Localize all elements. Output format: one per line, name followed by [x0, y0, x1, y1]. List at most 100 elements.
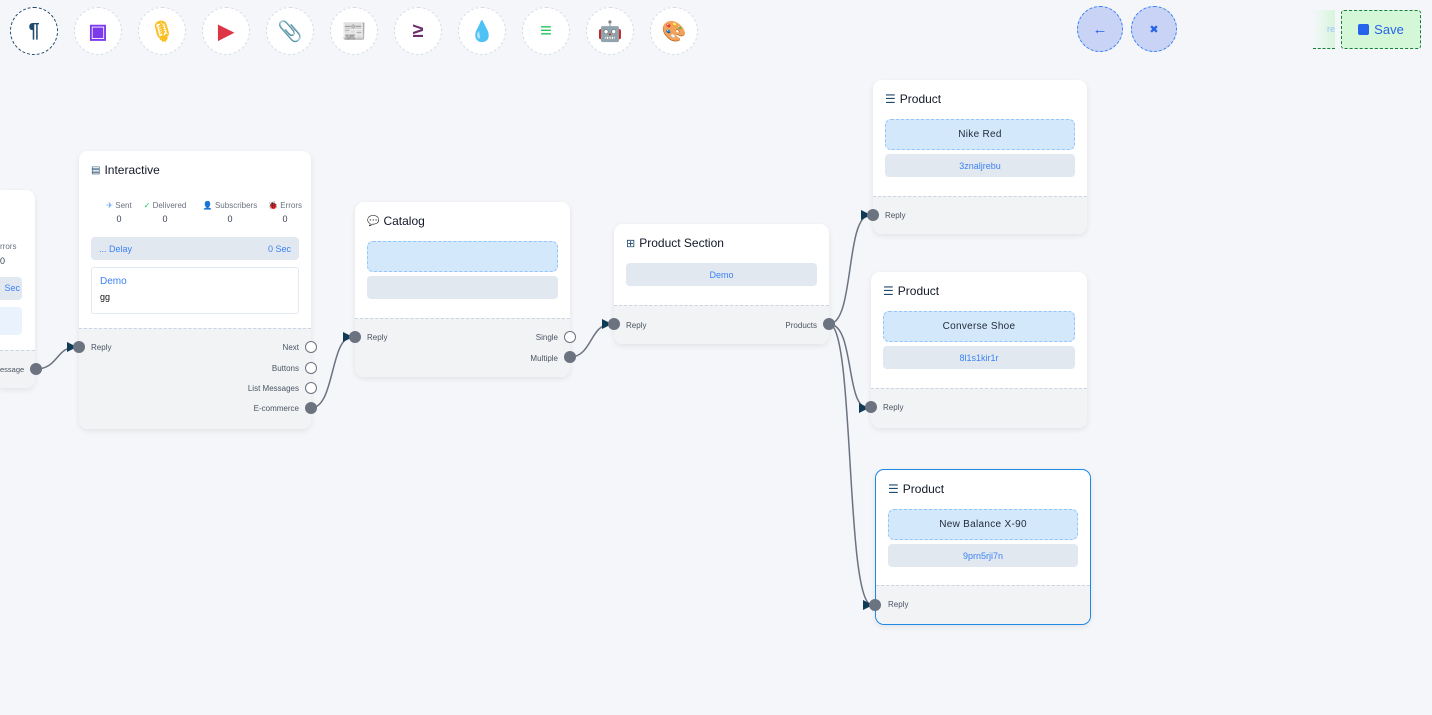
- product-reply-port[interactable]: [867, 209, 879, 221]
- single-port[interactable]: [564, 331, 576, 343]
- product-name-box[interactable]: New Balance X-90: [888, 509, 1078, 540]
- list-messages-label: List Messages: [247, 384, 299, 393]
- toolbar-button-droplet[interactable]: 💧: [458, 7, 506, 55]
- port-label: essage: [0, 365, 25, 374]
- robot-icon: 🤖: [597, 20, 623, 43]
- products-label: Products: [785, 321, 817, 330]
- errors-icon: 🐞: [268, 201, 278, 210]
- toolbar-button-robot[interactable]: 🤖: [586, 7, 634, 55]
- edge-section-to-product1: [828, 210, 871, 325]
- edge-section-to-product2: [828, 323, 869, 413]
- catalog-reply-port[interactable]: [349, 331, 361, 343]
- toolbar-button-youtube[interactable]: ▶: [202, 7, 250, 55]
- floppy-disk-icon: [1358, 24, 1370, 35]
- message-box: [0, 307, 22, 335]
- toolbar-button-paragraph[interactable]: ¶: [10, 7, 58, 55]
- bars-icon: ☰: [885, 92, 896, 106]
- multiple-label: Multiple: [530, 354, 558, 363]
- paperclip-icon: 📎: [277, 20, 303, 43]
- single-label: Single: [535, 333, 558, 342]
- bars-icon: ☰: [883, 284, 894, 298]
- product-reply-port[interactable]: [865, 401, 877, 413]
- node-title: Product: [897, 284, 940, 298]
- section-name-box[interactable]: Demo: [626, 263, 817, 286]
- products-port[interactable]: [823, 318, 835, 330]
- toolbar-button-microphone[interactable]: 🎙: [138, 7, 186, 55]
- greater-equal-icon: ≥: [412, 19, 424, 42]
- product-name-box[interactable]: Nike Red: [885, 119, 1075, 150]
- product-id-box[interactable]: 9prn5rji7n: [888, 544, 1078, 567]
- errors-label: rrors: [0, 242, 17, 251]
- partial-node[interactable]: rrors 0 Sec essage: [0, 190, 35, 388]
- stack-icon: ≡: [540, 19, 552, 42]
- toolbar-button-palette[interactable]: 🎨: [650, 7, 698, 55]
- message-title: Demo: [100, 276, 127, 287]
- errors-value: 0: [0, 256, 6, 266]
- product-id-box[interactable]: 8l1s1kir1r: [883, 346, 1075, 369]
- next-label: Next: [282, 343, 299, 352]
- ecommerce-port[interactable]: [305, 402, 317, 414]
- delay-value: 0 Sec: [267, 243, 291, 254]
- product-node[interactable]: ☰Product Converse Shoe 8l1s1kir1r Reply: [871, 272, 1087, 428]
- next-port[interactable]: [305, 341, 317, 353]
- edge-interactive-to-catalog: [310, 332, 353, 409]
- stat-label: Errors: [280, 201, 302, 210]
- reply-label: Reply: [885, 211, 906, 220]
- catalog-id-box[interactable]: [367, 276, 558, 299]
- catalog-name-box[interactable]: [367, 241, 558, 272]
- toolbar-button-greater-equal[interactable]: ≥: [394, 7, 442, 55]
- multiple-port[interactable]: [564, 351, 576, 363]
- message-card[interactable]: Demo gg: [91, 267, 299, 314]
- toolbar-button-image[interactable]: ▣: [74, 7, 122, 55]
- product-section-node[interactable]: ⊞Product Section Demo Reply Products: [614, 224, 829, 344]
- node-title: Catalog: [383, 214, 425, 228]
- newspaper-icon: 📰: [341, 20, 367, 43]
- catalog-node[interactable]: 💬Catalog Reply Single Multiple: [355, 202, 570, 377]
- sent-icon: ✈: [106, 201, 113, 210]
- list-messages-port[interactable]: [305, 382, 317, 394]
- save-button[interactable]: Save: [1341, 10, 1421, 49]
- collapse-button[interactable]: ✖: [1131, 6, 1177, 52]
- bars-icon: ☰: [888, 482, 899, 496]
- stat-label: Delivered: [152, 201, 187, 210]
- ecommerce-label: E-commerce: [253, 404, 299, 413]
- stat-label: Sent: [115, 201, 132, 210]
- delivered-icon: ✓: [143, 201, 151, 210]
- reply-label: Reply: [888, 600, 909, 609]
- product-node[interactable]: ☰Product Nike Red 3znaljrebu Reply: [873, 80, 1087, 234]
- toolbar-button-paperclip[interactable]: 📎: [266, 7, 314, 55]
- paragraph-icon: ¶: [28, 19, 40, 42]
- stat-value: 0: [227, 214, 233, 224]
- node-title: Product: [899, 92, 942, 106]
- product-node[interactable]: ☰Product New Balance X-90 9prn5rji7n Rep…: [875, 469, 1091, 625]
- product-reply-port[interactable]: [869, 599, 881, 611]
- save-label: Save: [1374, 22, 1404, 37]
- output-port[interactable]: [30, 363, 42, 375]
- reply-label: Reply: [367, 333, 388, 342]
- back-button[interactable]: ←: [1077, 6, 1123, 52]
- reply-label: Reply: [91, 343, 112, 352]
- microphone-icon: 🎙: [149, 20, 175, 43]
- subscribers-icon: 👤: [202, 201, 213, 210]
- buttons-port[interactable]: [305, 362, 317, 374]
- product-id-box[interactable]: 3znaljrebu: [885, 154, 1075, 177]
- palette-icon: 🎨: [661, 20, 687, 43]
- section-reply-port[interactable]: [608, 318, 620, 330]
- stat-value: 0: [162, 214, 168, 224]
- node-title: Interactive: [104, 163, 160, 177]
- toolbar-button-stack[interactable]: ≡: [522, 7, 570, 55]
- interactive-reply-port[interactable]: [73, 341, 85, 353]
- node-title: Product: [902, 482, 945, 496]
- product-name-box[interactable]: Converse Shoe: [883, 311, 1075, 342]
- image-icon: ▣: [88, 20, 108, 43]
- edge-catalog-to-section: [569, 319, 612, 358]
- delay-bar[interactable]: Sec: [0, 277, 22, 300]
- arrow-left-icon: ←: [1092, 20, 1108, 38]
- ghost-button: re: [1313, 10, 1335, 49]
- reply-label: Reply: [626, 321, 647, 330]
- toolbar-button-newspaper[interactable]: 📰: [330, 7, 378, 55]
